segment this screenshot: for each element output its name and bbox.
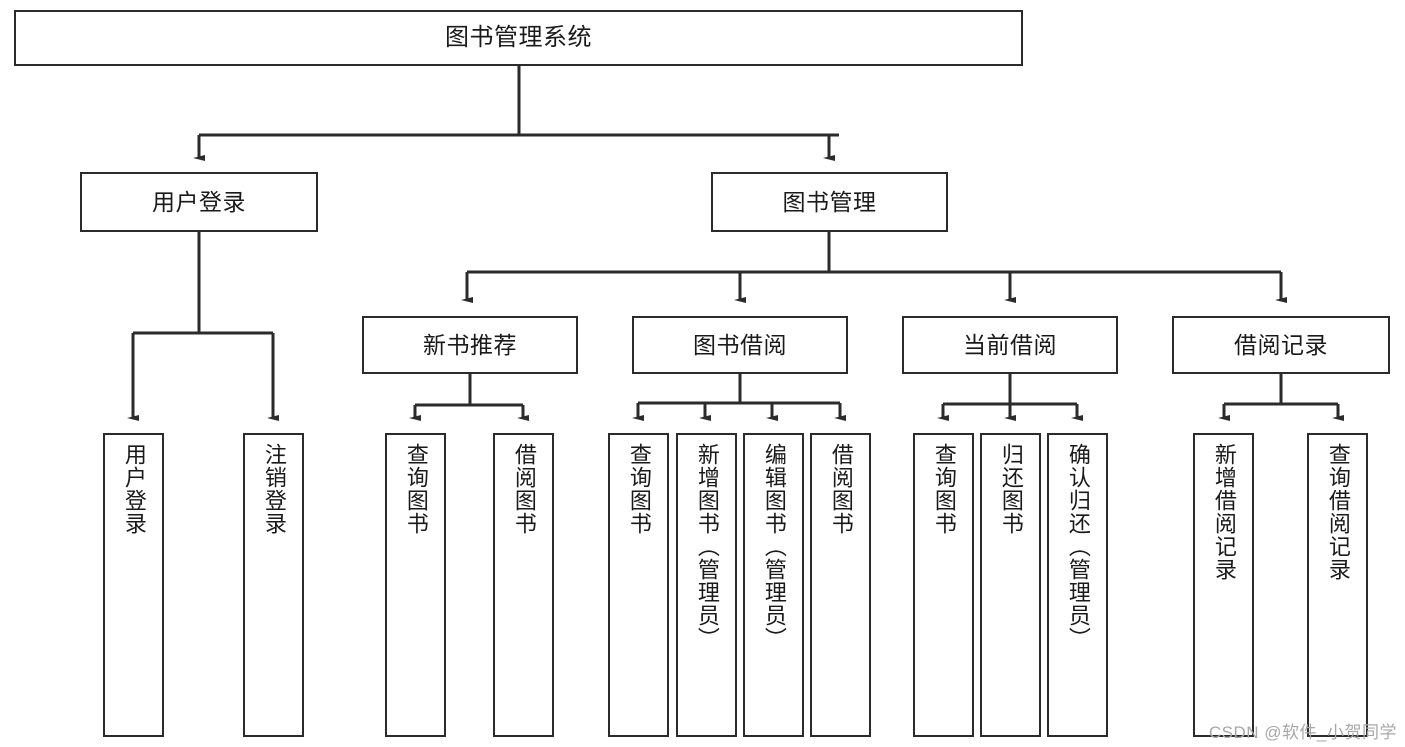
node-leaf-borrow-book-1[interactable]: 借阅图书 (493, 433, 554, 737)
node-leaf-logout-label: 注销登录 (261, 443, 287, 535)
node-leaf-query-book-2-label: 查询图书 (626, 443, 652, 535)
node-leaf-query-book-3[interactable]: 查询图书 (913, 433, 974, 737)
node-leaf-edit-book-label: 编辑图书（管理员） (761, 443, 787, 650)
node-leaf-confirm-return-label: 确认归还（管理员） (1065, 443, 1091, 650)
node-leaf-return-book[interactable]: 归还图书 (980, 433, 1041, 737)
node-book-manage[interactable]: 图书管理 (711, 172, 948, 232)
node-new-book-recommend[interactable]: 新书推荐 (362, 316, 578, 374)
watermark-text: CSDN @软件_小贺同学 (1208, 723, 1397, 742)
node-leaf-logout[interactable]: 注销登录 (243, 433, 304, 737)
node-current-borrow-label: 当前借阅 (963, 331, 1057, 358)
node-new-book-recommend-label: 新书推荐 (423, 331, 517, 358)
node-user-login-label: 用户登录 (152, 188, 246, 215)
node-leaf-user-login-label: 用户登录 (121, 443, 147, 535)
node-leaf-confirm-return[interactable]: 确认归还（管理员） (1047, 433, 1108, 737)
node-current-borrow[interactable]: 当前借阅 (902, 316, 1118, 374)
node-leaf-add-book[interactable]: 新增图书（管理员） (676, 433, 737, 737)
node-leaf-edit-book[interactable]: 编辑图书（管理员） (743, 433, 804, 737)
node-root[interactable]: 图书管理系统 (14, 10, 1023, 66)
node-user-login[interactable]: 用户登录 (80, 172, 318, 232)
node-leaf-query-book-2[interactable]: 查询图书 (608, 433, 669, 737)
node-leaf-add-record-label: 新增借阅记录 (1211, 443, 1237, 581)
node-leaf-return-book-label: 归还图书 (998, 443, 1024, 535)
node-leaf-borrow-book-2[interactable]: 借阅图书 (810, 433, 871, 737)
node-leaf-borrow-book-2-label: 借阅图书 (828, 443, 854, 535)
node-root-label: 图书管理系统 (445, 24, 592, 52)
node-leaf-query-book-1-label: 查询图书 (403, 443, 429, 535)
node-leaf-query-book-1[interactable]: 查询图书 (385, 433, 446, 737)
node-leaf-query-record[interactable]: 查询借阅记录 (1307, 433, 1368, 737)
node-leaf-borrow-book-1-label: 借阅图书 (511, 443, 537, 535)
node-borrow-record-label: 借阅记录 (1234, 331, 1328, 358)
node-book-manage-label: 图书管理 (782, 188, 877, 215)
node-leaf-add-book-label: 新增图书（管理员） (694, 443, 720, 650)
node-book-borrow-label: 图书借阅 (693, 331, 787, 358)
node-book-borrow[interactable]: 图书借阅 (632, 316, 848, 374)
node-leaf-query-record-label: 查询借阅记录 (1325, 443, 1351, 581)
node-leaf-add-record[interactable]: 新增借阅记录 (1193, 433, 1254, 737)
node-leaf-user-login[interactable]: 用户登录 (103, 433, 164, 737)
node-borrow-record[interactable]: 借阅记录 (1172, 316, 1390, 374)
node-leaf-query-book-3-label: 查询图书 (931, 443, 957, 535)
